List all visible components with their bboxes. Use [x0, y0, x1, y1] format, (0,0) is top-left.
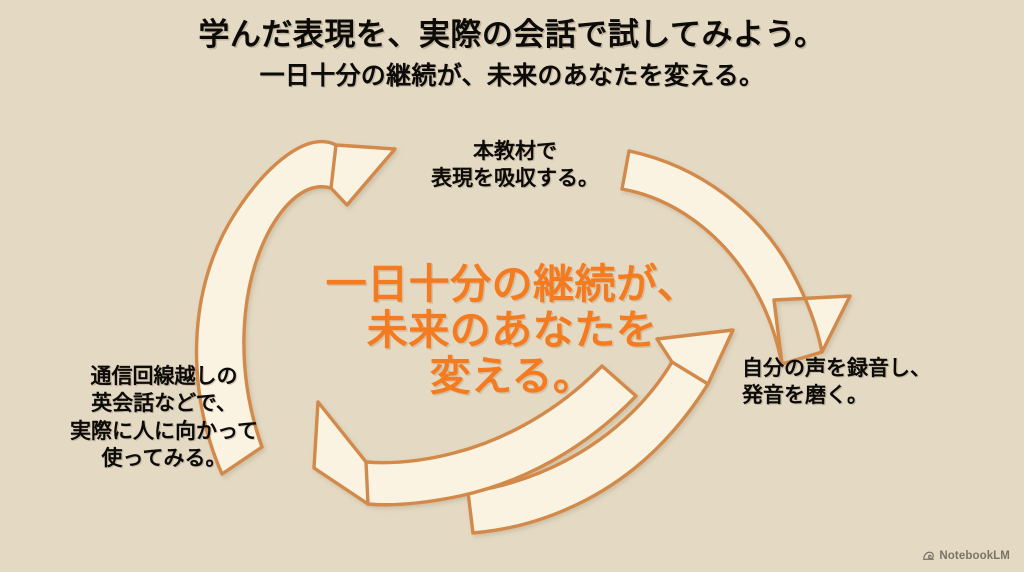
cycle-step-practice: 通信回線越しの 英会話などで、 実際に人に向かって 使ってみる。 — [18, 363, 310, 472]
arrow-bottom-right — [466, 328, 735, 535]
cycle-step-record: 自分の声を録音し、 発音を磨く。 — [742, 355, 1014, 410]
cycle-step-record-line-1: 自分の声を録音し、 — [742, 357, 931, 380]
cycle-step-record-line-2: 発音を磨く。 — [742, 384, 868, 408]
center-message: 一日十分の継続が、 未来のあなたを 変える。 — [292, 261, 732, 400]
center-message-line-2: 未来のあなたを — [366, 306, 658, 353]
watermark: NotebookLM — [922, 549, 1010, 562]
cycle-step-absorb-line-1: 本教材で — [473, 140, 557, 163]
arrow-bottom-left — [312, 364, 638, 507]
cycle-step-absorb: 本教材で 表現を吸収する。 — [400, 138, 630, 193]
cycle-step-practice-line-4: 使ってみる。 — [101, 446, 227, 470]
notebooklm-icon — [922, 549, 935, 562]
heading-block: 学んだ表現を、実際の会話で試してみよう。 一日十分の継続が、未来のあなたを変える… — [0, 16, 1024, 91]
cycle-step-practice-line-2: 英会話などで、 — [91, 392, 237, 416]
cycle-step-absorb-line-2: 表現を吸収する。 — [431, 167, 599, 191]
page-subtitle: 一日十分の継続が、未来のあなたを変える。 — [259, 61, 765, 90]
watermark-label: NotebookLM — [939, 549, 1010, 562]
arrow-top-right — [620, 149, 852, 366]
cycle-step-practice-line-1: 通信回線越しの — [90, 365, 238, 388]
page-title: 学んだ表現を、実際の会話で試してみよう。 — [198, 17, 826, 52]
cycle-step-practice-line-3: 実際に人に向かって — [70, 419, 258, 443]
arrow-top-left — [194, 140, 397, 476]
center-message-line-1: 一日十分の継続が、 — [325, 261, 699, 307]
center-message-line-3: 変える。 — [429, 352, 595, 399]
